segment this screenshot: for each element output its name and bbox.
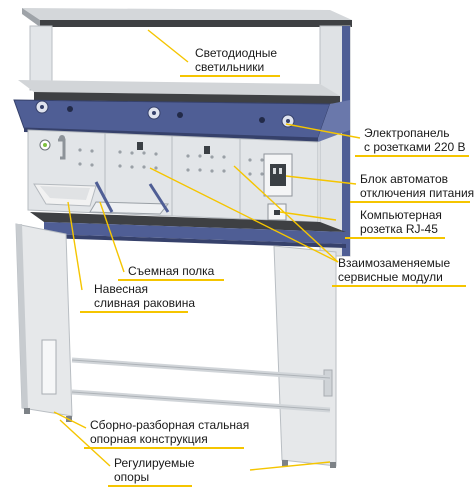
support-frame xyxy=(15,223,337,467)
label-frame-underline xyxy=(84,447,244,449)
label-removable-shelf-underline xyxy=(118,279,224,281)
label-sink-underline xyxy=(80,311,188,313)
upright-posts xyxy=(29,25,351,257)
gas-valve-icon xyxy=(137,142,210,154)
power-socket-icon xyxy=(35,100,295,128)
label-removable-shelf: Съемная полка xyxy=(128,264,215,278)
top-shelf xyxy=(22,8,352,27)
label-service-modules-underline xyxy=(332,285,466,287)
water-tap-icon xyxy=(39,135,66,160)
breaker-switch-icon xyxy=(263,153,293,197)
label-breaker-block-underline xyxy=(350,201,470,203)
label-led-lights-underline xyxy=(180,75,280,77)
callout-lines xyxy=(53,29,361,471)
sink xyxy=(33,183,97,207)
service-back-panel xyxy=(27,129,319,223)
label-rj45-underline xyxy=(345,237,445,239)
removable-shelf xyxy=(89,181,170,215)
label-power-panel-underline xyxy=(355,155,469,157)
rj45-socket-icon xyxy=(267,203,287,221)
label-feet-underline xyxy=(108,485,192,487)
